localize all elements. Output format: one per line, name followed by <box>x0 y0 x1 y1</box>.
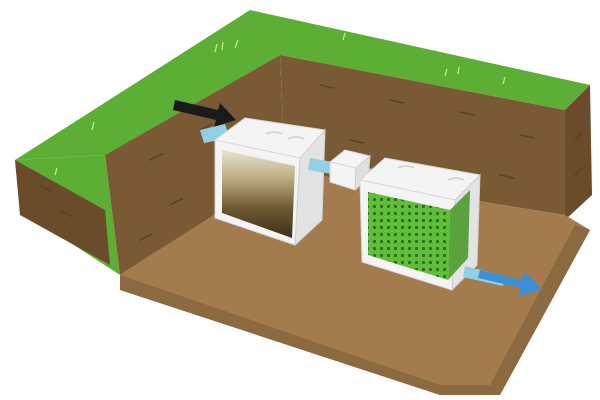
septic-tank <box>214 117 326 247</box>
inflow-arrow <box>173 100 236 127</box>
filter-tank <box>358 157 482 292</box>
filter-media <box>368 192 450 280</box>
grass-back-strip <box>15 10 590 160</box>
junction-box <box>328 149 372 192</box>
soil-left-outer-face <box>15 160 110 265</box>
soil-right-outer-face <box>565 85 592 220</box>
soil-left-wall <box>105 55 285 275</box>
grass-blades <box>54 32 506 176</box>
outflow-arrow <box>478 270 542 296</box>
floor-front-edge <box>120 225 590 395</box>
